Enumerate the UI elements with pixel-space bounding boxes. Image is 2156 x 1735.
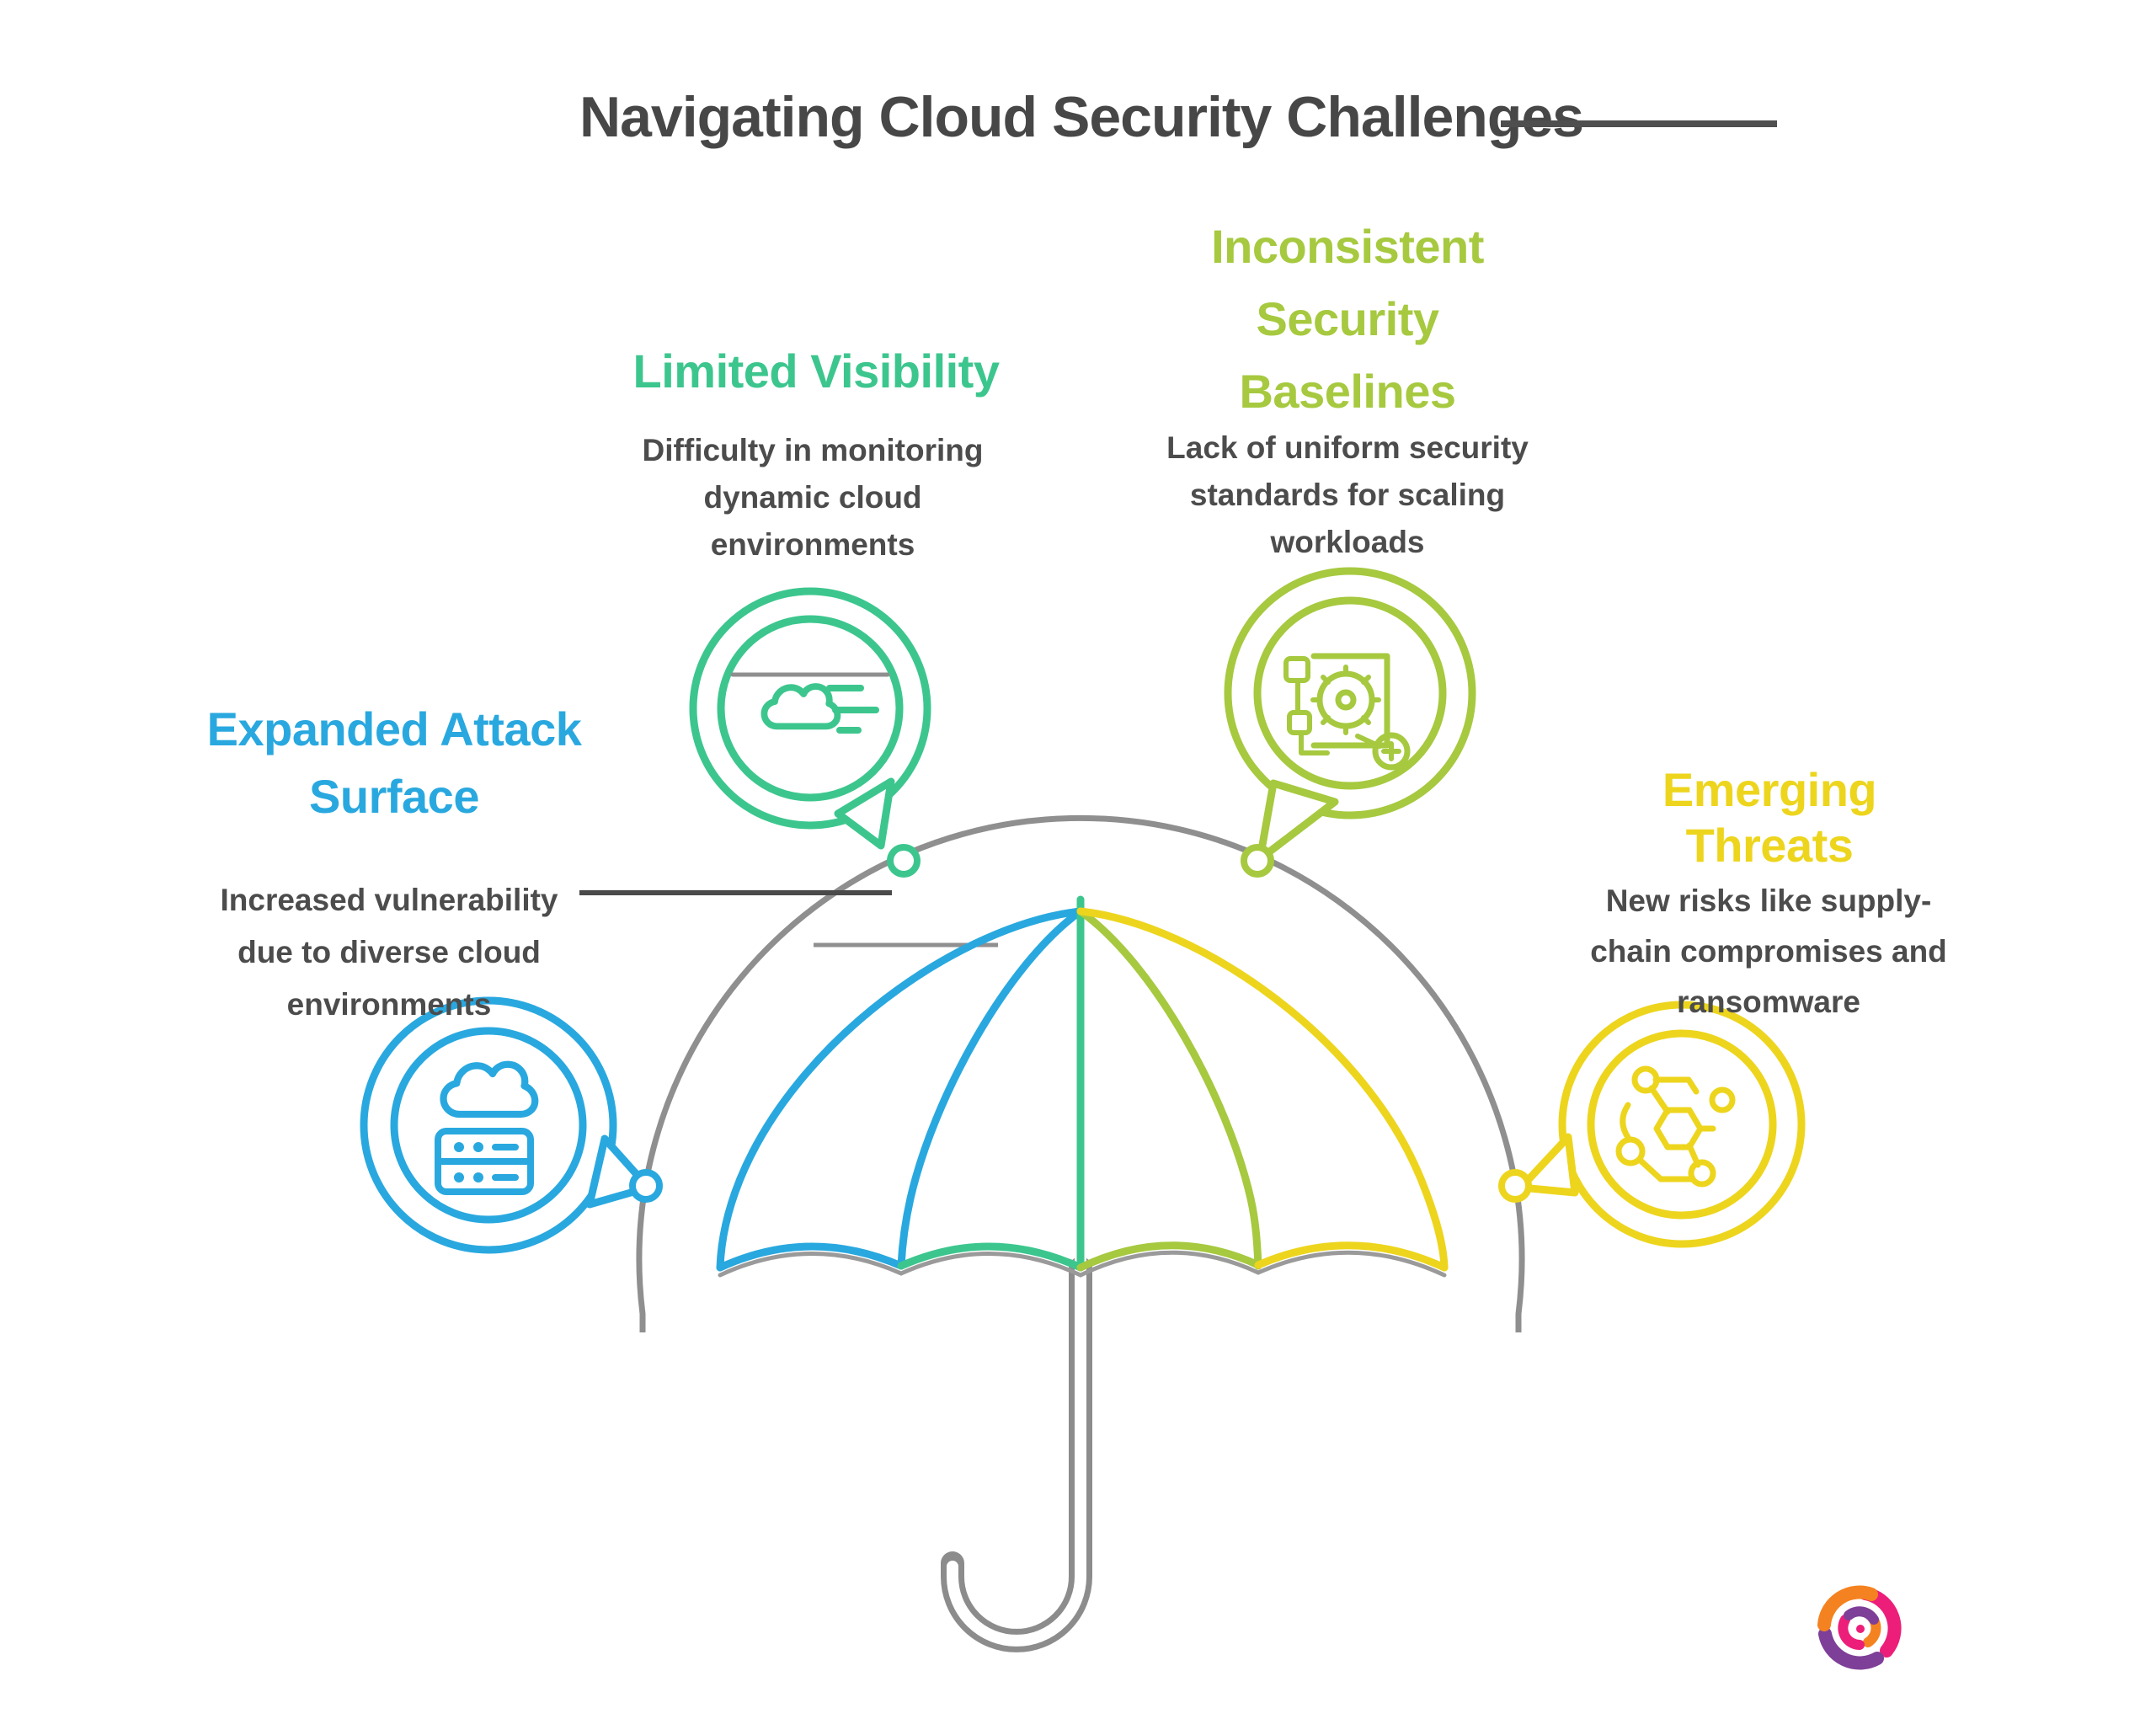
heading-limited-visibility: Limited Visibility bbox=[632, 344, 1000, 398]
cloud-server-icon bbox=[435, 1065, 535, 1195]
description-inconsistent-security-baselines: Lack of uniform security standards for s… bbox=[1166, 430, 1529, 559]
arc-node-limited-visibility bbox=[887, 844, 921, 878]
speech-bubble-inconsistent-security-baselines bbox=[1224, 567, 1476, 863]
umbrella-scallop-1 bbox=[716, 1242, 905, 1272]
arc-node-expanded-attack-surface bbox=[629, 1169, 663, 1203]
heading-expanded-attack-surface: Expanded Attack Surface bbox=[206, 702, 582, 823]
description-expanded-attack-surface: Increased vulnerability due to diverse c… bbox=[220, 883, 558, 1022]
heading-inconsistent-security-baselines: Inconsistent Security Baselines bbox=[1211, 220, 1484, 418]
umbrella-scallop-4 bbox=[1254, 1241, 1449, 1272]
umbrella-rib-left bbox=[897, 907, 1085, 1270]
speech-bubble-expanded-attack-surface bbox=[360, 996, 653, 1254]
umbrella-rib-right bbox=[1076, 907, 1262, 1270]
speech-bubble-emerging-threats bbox=[1517, 1001, 1806, 1248]
umbrella-edge-shadow bbox=[718, 1250, 1447, 1278]
page-title: Navigating Cloud Security Challenges bbox=[579, 85, 1584, 149]
umbrella-rib-right-edge bbox=[1076, 907, 1449, 1272]
heading-emerging-threats: Emerging Threats bbox=[1662, 763, 1877, 872]
background-arc bbox=[636, 814, 1525, 1332]
umbrella-canopy bbox=[716, 895, 1449, 1278]
umbrella-scallop-2 bbox=[897, 1242, 1085, 1272]
threat-network-icon bbox=[1615, 1065, 1736, 1188]
security-baseline-icon bbox=[1283, 653, 1411, 771]
speech-bubble-limited-visibility bbox=[689, 587, 931, 850]
umbrella-rib-left-edge bbox=[716, 907, 1085, 1272]
arc-node-inconsistent-security-baselines bbox=[1241, 844, 1274, 878]
brand-swirl-logo bbox=[1817, 1585, 1902, 1670]
umbrella-scallop-3 bbox=[1076, 1241, 1262, 1272]
umbrella-handle bbox=[941, 1254, 1092, 1652]
cloud-monitoring-icon bbox=[730, 672, 890, 734]
arc-node-emerging-threats bbox=[1498, 1169, 1532, 1203]
description-emerging-threats: New risks like supply- chain compromises… bbox=[1590, 884, 1947, 1019]
description-limited-visibility: Difficulty in monitoring dynamic cloud e… bbox=[642, 433, 984, 562]
title-underline bbox=[1501, 120, 1777, 127]
